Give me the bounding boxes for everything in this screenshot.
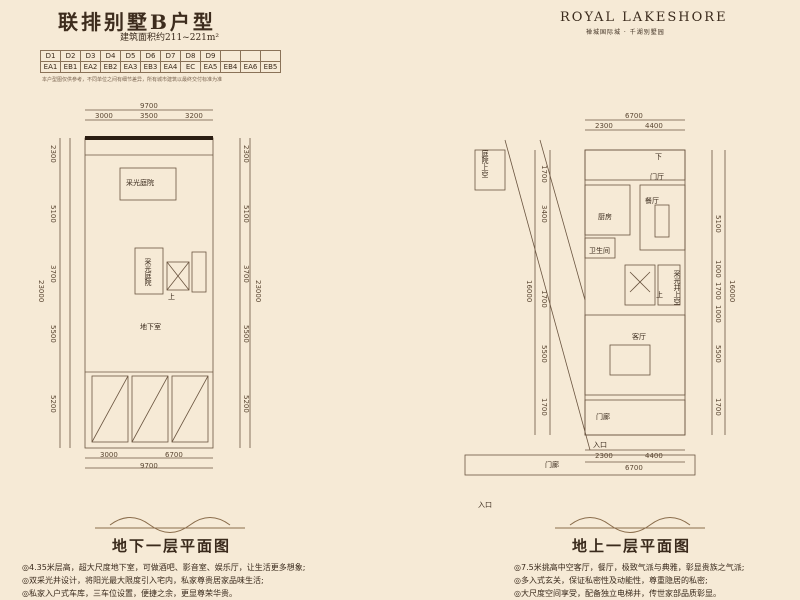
skylight-well <box>134 247 164 295</box>
garage-bay-3 <box>171 375 209 443</box>
garage-bay-2 <box>131 375 169 443</box>
elevator-ground <box>624 264 656 306</box>
bsm-dim-right: 5100 <box>242 205 250 223</box>
ground-desc-line: ◎多入式玄关，保证私密性及动能性，尊重隐居的私密; <box>514 576 708 585</box>
up-label-ground: 上 <box>656 291 663 299</box>
elevator-shaft <box>166 261 190 291</box>
living-room <box>584 314 686 396</box>
bsm-dim-bottom: 3000 <box>100 451 118 459</box>
skylight-up-label: 采光井上空 <box>673 270 681 305</box>
bathroom <box>584 237 616 259</box>
bsm-dim-right-total: 23000 <box>254 280 262 303</box>
gnd-dim-total-top: 6700 <box>625 112 643 120</box>
basement-desc-line: ◎4.35米层高，超大尺度地下室，可做酒吧、影音室、娱乐厅，让生活更多想象; <box>22 563 306 572</box>
gnd-dim-left: 3400 <box>540 205 548 223</box>
sofa-set <box>609 344 651 376</box>
bsm-dim-bottom: 6700 <box>165 451 183 459</box>
entry-hall-label: 门厅 <box>650 173 664 181</box>
stair-ground <box>657 264 681 306</box>
entrance-porch-label: 门廊 <box>545 461 559 469</box>
bsm-dim-total-top: 9700 <box>140 102 158 110</box>
gnd-dim-right: 1700 <box>714 282 722 300</box>
bsm-dim-left-total: 23000 <box>37 280 45 303</box>
gnd-dim-left: 1700 <box>540 165 548 183</box>
bsm-dim-left: 5200 <box>49 395 57 413</box>
bsm-dim-top: 3500 <box>140 112 158 120</box>
ground-desc-line: ◎大尺度空间享受，配备独立电梯井，传世家部品质彰显。 <box>514 589 721 598</box>
gnd-dim-left: 5500 <box>540 345 548 363</box>
ornament-right <box>555 517 705 533</box>
ornament-left <box>95 517 245 533</box>
gnd-dim-bottom: 4400 <box>645 452 663 460</box>
ground-outline <box>584 149 686 436</box>
bsm-dim-left: 3700 <box>49 265 57 283</box>
basement-desc: ◎4.35米层高，超大尺度地下室，可做酒吧、影音室、娱乐厅，让生活更多想象; ◎… <box>22 561 382 600</box>
basement-desc-line: ◎私家入户式车库，三车位设置，便捷之余，更显尊荣华贵。 <box>22 589 237 598</box>
stair <box>191 251 207 293</box>
gnd-dim-right: 5500 <box>714 345 722 363</box>
disclaimer-note: 本户型图仅供参考，不同单位之间有细节差异，所有城市建筑以最终交付标准为准 <box>42 77 223 83</box>
gnd-dim-right: 1700 <box>714 398 722 416</box>
court-up-label: 庭院上空 <box>481 150 489 178</box>
gnd-dim-bottom-total: 6700 <box>625 464 643 472</box>
gnd-dim-left: 1700 <box>540 398 548 416</box>
units-table: D1 D2 D3 D4 D5 D6 D7 D8 D9 EA1 EB1 EA2 E… <box>40 50 281 73</box>
ground-desc-line: ◎7.5米挑高中空客厅，餐厅，极致气派与典雅，彰显贵族之气派; <box>514 563 745 572</box>
living-label: 客厅 <box>632 333 646 341</box>
gnd-dim-right-total: 16000 <box>728 280 736 303</box>
gnd-dim-right: 1000 <box>714 305 722 323</box>
bsm-dim-top: 3200 <box>185 112 203 120</box>
ground-plan-title: 地上一层平面图 <box>572 537 692 555</box>
basement-plan-title: 地下一层平面图 <box>112 537 232 555</box>
brand-logo-text: ROYAL LAKESHORE <box>560 10 728 25</box>
courtyard-label: 采光庭院 <box>126 179 154 187</box>
unit-cell: EA2 <box>80 61 101 73</box>
basement-label: 地下室 <box>140 323 161 331</box>
court-up-area <box>474 149 506 191</box>
kitchen-label: 厨房 <box>598 213 612 221</box>
courtyard-room <box>119 167 177 201</box>
skylight-label: 采光庭院 <box>144 258 152 286</box>
entrance-label: 入口 <box>593 441 607 449</box>
brand-subtitle: 禅城国际城 · 千湖别墅园 <box>586 29 665 36</box>
bsm-dim-right: 2300 <box>242 145 250 163</box>
bsm-dim-left: 5500 <box>49 325 57 343</box>
gnd-dim-right: 5100 <box>714 215 722 233</box>
gnd-dim-left-total: 16000 <box>525 280 533 303</box>
entry-hall <box>584 149 686 181</box>
bsm-dim-right: 5500 <box>242 325 250 343</box>
entrance-label-2: 入口 <box>478 501 492 509</box>
bsm-dim-left: 5100 <box>49 205 57 223</box>
bsm-dim-top: 3000 <box>95 112 113 120</box>
gnd-dim-right: 1000 <box>714 260 722 278</box>
bathroom-label: 卫生间 <box>589 247 610 255</box>
porch-label: 门廊 <box>596 413 610 421</box>
page-title: 联排别墅B户型 <box>58 10 216 34</box>
unit-cell: EA5 <box>200 61 221 73</box>
ground-desc: ◎7.5米挑高中空客厅，餐厅，极致气派与典雅，彰显贵族之气派; ◎多入式玄关，保… <box>514 561 794 600</box>
bsm-dim-bottom-total: 9700 <box>140 462 158 470</box>
bsm-dim-right: 3700 <box>242 265 250 283</box>
area-label: 建筑面积约211~221m² <box>120 33 220 43</box>
basement-desc-line: ◎双采光井设计，将阳光最大限度引入宅内，私家尊贵居家品味生活; <box>22 576 264 585</box>
gnd-dim-top: 4400 <box>645 122 663 130</box>
up-label: 上 <box>168 293 175 301</box>
dining-label: 餐厅 <box>645 197 659 205</box>
bsm-dim-right: 5200 <box>242 395 250 413</box>
garage-bay-1 <box>91 375 129 443</box>
dining-room <box>639 184 686 251</box>
units-row-2: EA1 EB1 EA2 EB2 EA3 EB3 EA4 EC EA5 EB4 E… <box>40 61 281 73</box>
bsm-dim-left: 2300 <box>49 145 57 163</box>
porch-area <box>584 399 686 436</box>
gnd-dim-top: 2300 <box>595 122 613 130</box>
down-label-ground: 下 <box>655 153 662 161</box>
unit-cell: EB5 <box>260 61 281 73</box>
entrance-porch <box>464 454 696 476</box>
dining-table <box>654 204 670 238</box>
kitchen-room <box>584 184 631 236</box>
gnd-dim-left: 1700 <box>540 290 548 308</box>
gnd-dim-bottom: 2300 <box>595 452 613 460</box>
